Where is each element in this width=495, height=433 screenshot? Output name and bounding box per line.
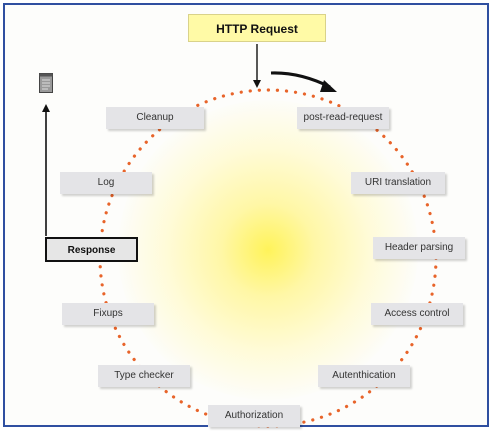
curved-arrow-icon: [270, 71, 331, 89]
phase-access-control: Access control: [371, 303, 463, 325]
center-glow: [118, 100, 418, 400]
phase-uri-translation: URI translation: [351, 172, 445, 194]
http-request-title: HTTP Request: [188, 14, 326, 42]
phase-authentication: Autenthication: [318, 365, 410, 387]
phase-type-checker: Type checker: [98, 365, 190, 387]
phase-header-parsing: Header parsing: [373, 237, 465, 259]
phase-fixups: Fixups: [62, 303, 154, 325]
document-icon: [39, 73, 53, 93]
phase-cleanup: Cleanup: [106, 107, 204, 129]
curved-arrow-head: [320, 80, 337, 92]
phase-post-read-request: post-read-request: [297, 107, 389, 129]
phase-authorization: Authorization: [208, 405, 300, 427]
phase-log: Log: [60, 172, 152, 194]
response-box: Response: [45, 237, 138, 262]
